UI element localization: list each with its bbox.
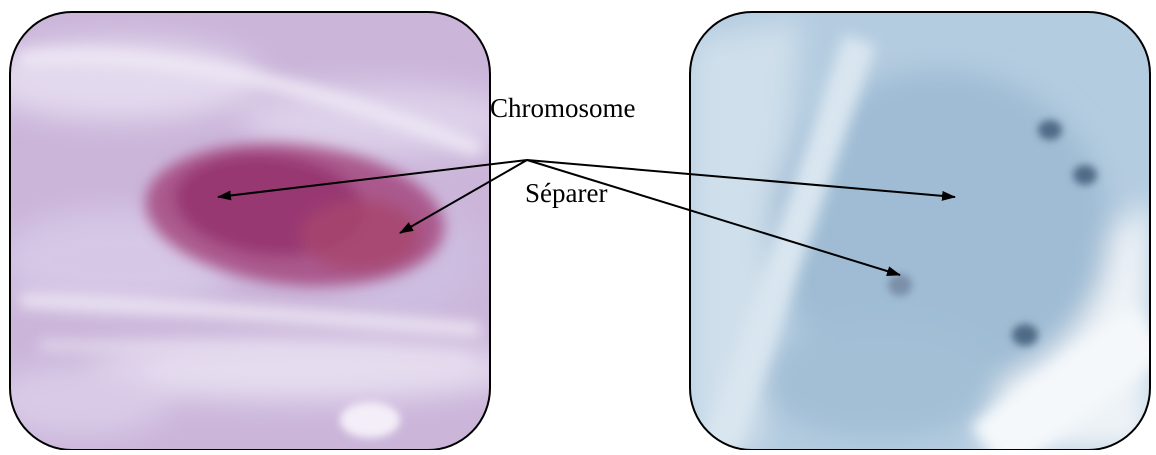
chromosome-label: Chromosome [490, 95, 636, 122]
separer-label: Séparer [525, 180, 607, 207]
left-micrograph [0, 12, 520, 450]
